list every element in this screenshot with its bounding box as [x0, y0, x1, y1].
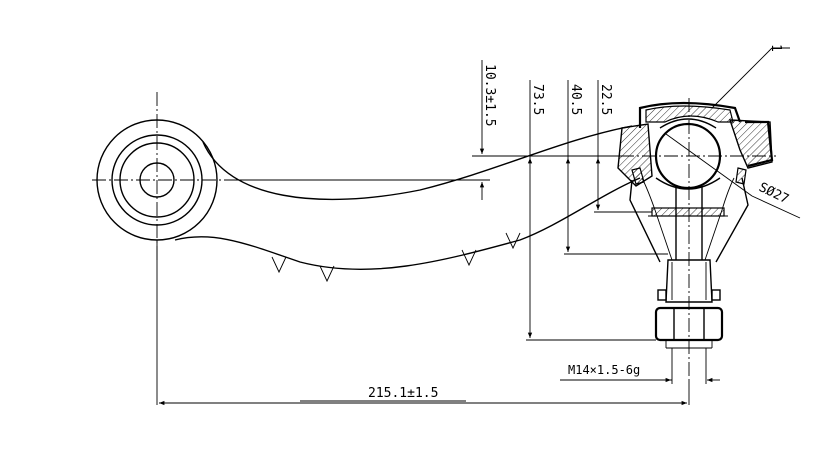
arm-upper-edge	[202, 125, 633, 201]
ball-seat-lower	[655, 177, 721, 190]
dim-height-ball: 22.5	[595, 80, 613, 210]
dim-height-ball-text: 22.5	[598, 84, 613, 115]
retaining-washer	[651, 207, 725, 217]
forging-mark	[319, 265, 335, 283]
ball-joint-housing	[617, 101, 774, 263]
dim-ball-diameter-text: SØ27	[756, 180, 791, 207]
eye-end	[92, 92, 230, 260]
part-callout: 1	[711, 44, 790, 109]
arm-body	[174, 125, 641, 283]
dim-height-mid-text: 40.5	[568, 84, 583, 115]
dim-ball-diameter: SØ27	[665, 133, 801, 219]
forging-mark	[271, 256, 287, 274]
dim-offset-top: 10.3±1.5	[479, 60, 497, 200]
dim-thread: M14×1.5-6g	[560, 348, 720, 384]
housing-cap-hatch	[645, 105, 734, 123]
dim-thread-text: M14×1.5-6g	[568, 363, 640, 377]
boot-clip-right	[735, 167, 747, 185]
part-callout-text: 1	[768, 44, 783, 52]
arm-lower-edge	[174, 177, 641, 271]
dim-overall-length-text: 215.1±1.5	[368, 386, 438, 401]
dim-height-total: 73.5	[527, 80, 545, 338]
ball-seat	[659, 118, 717, 129]
dim-height-mid: 40.5	[565, 80, 583, 252]
dim-height-total-text: 73.5	[530, 84, 545, 115]
dust-boot-inner-right	[704, 177, 735, 261]
dust-boot-left	[629, 179, 661, 263]
ball-stud-shank	[657, 186, 721, 303]
forging-mark	[461, 249, 477, 267]
dim-offset-top-text: 10.3±1.5	[482, 64, 497, 127]
boot-clip-left	[631, 167, 645, 185]
dim-overall-length: 215.1±1.5	[156, 240, 690, 406]
dust-boot-inner-left	[641, 177, 673, 261]
forging-mark	[505, 232, 521, 250]
housing-cap	[638, 101, 742, 128]
dust-boot-right	[715, 177, 749, 263]
housing-boss	[745, 120, 774, 168]
